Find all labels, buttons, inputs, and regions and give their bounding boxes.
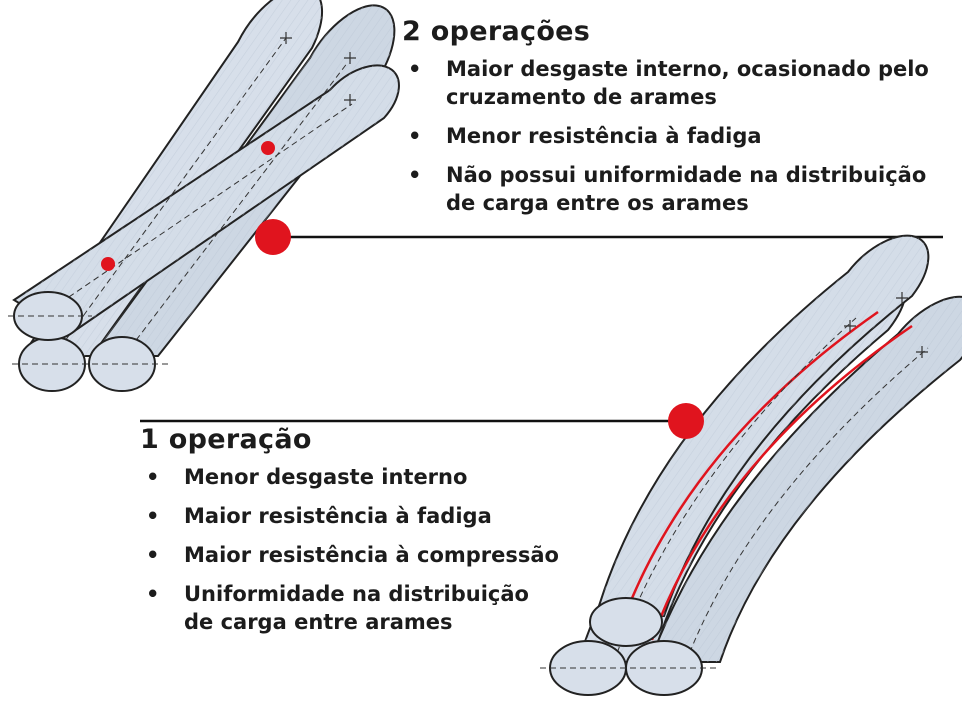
- list-item: •Maior resistência à compressão: [146, 543, 559, 567]
- list-item: •Menor resistência à fadiga: [408, 124, 762, 148]
- one-operation-panel: 1 operação •Menor desgaste interno •Maio…: [140, 424, 560, 647]
- bullet-icon: •: [146, 543, 160, 567]
- one-operation-list: •Menor desgaste interno •Maior resistênc…: [140, 463, 560, 636]
- callout-dot-icon: [668, 403, 704, 439]
- callout-dot-icon: [255, 219, 291, 255]
- two-operations-heading: 2 operações: [402, 16, 591, 47]
- bullet-icon: •: [408, 124, 422, 148]
- one-operation-strand-illustration: [540, 234, 962, 696]
- list-item: •Maior resistência à fadiga: [146, 504, 492, 528]
- bullet-icon: •: [146, 582, 160, 606]
- contact-point-icon: [101, 257, 115, 271]
- wire-section-top: [589, 597, 663, 647]
- red-wire-line: [614, 310, 879, 641]
- two-operations-panel: 2 operações •Maior desgaste interno, oca…: [402, 16, 958, 228]
- bullet-icon: •: [408, 57, 422, 81]
- one-operation-heading: 1 operação: [140, 424, 312, 455]
- bullet-icon: •: [408, 163, 422, 187]
- contact-point-icon: [261, 141, 275, 155]
- list-item: •Menor desgaste interno: [146, 465, 468, 489]
- red-wire-line: [650, 324, 913, 641]
- one-operation-callout: [140, 403, 704, 439]
- list-item: •Uniformidade na distribuição de carga e…: [146, 582, 529, 634]
- list-item: •Maior desgaste interno, ocasionado pelo…: [408, 57, 929, 109]
- list-item: •Não possui uniformidade na distribuição…: [408, 163, 927, 215]
- bullet-icon: •: [146, 504, 160, 528]
- bullet-icon: •: [146, 465, 160, 489]
- two-operation-strand-illustration: [8, 0, 400, 392]
- two-operations-list: •Maior desgaste interno, ocasionado pelo…: [402, 55, 958, 217]
- two-operation-callout: [255, 219, 943, 255]
